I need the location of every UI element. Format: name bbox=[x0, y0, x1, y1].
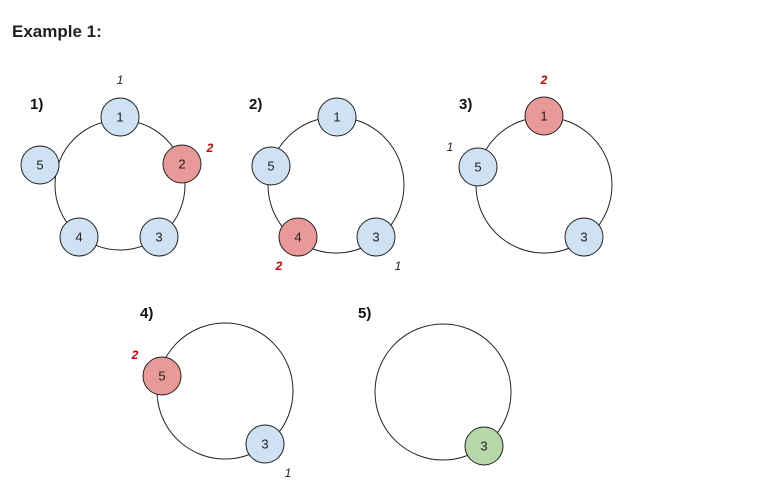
step-2: 2) 1 3 4 5 1 2 bbox=[249, 96, 405, 273]
elimination-count-annotation: 2 bbox=[131, 348, 139, 362]
node-circle bbox=[59, 217, 99, 257]
node-label: 5 bbox=[267, 159, 274, 174]
node-circle bbox=[142, 356, 182, 396]
node-circle bbox=[356, 217, 396, 257]
person-node-5: 5 bbox=[142, 356, 182, 396]
step-label: 3) bbox=[459, 96, 472, 113]
step-label: 1) bbox=[30, 96, 43, 113]
start-count-annotation: 1 bbox=[117, 73, 124, 87]
node-label: 3 bbox=[580, 230, 587, 245]
elimination-count-annotation: 2 bbox=[540, 73, 548, 87]
page-title: Example 1: bbox=[12, 22, 102, 41]
person-node-3: 3 bbox=[564, 217, 604, 257]
node-circle bbox=[251, 146, 291, 186]
node-circle bbox=[278, 217, 318, 257]
person-node-1: 1 bbox=[317, 97, 357, 137]
elimination-count-annotation: 2 bbox=[275, 259, 283, 273]
node-label: 3 bbox=[261, 437, 268, 452]
person-node-3: 3 bbox=[245, 424, 285, 464]
step-3: 3) 1 3 5 1 2 bbox=[447, 73, 613, 257]
start-count-annotation: 1 bbox=[395, 259, 402, 273]
step-label: 2) bbox=[249, 96, 262, 113]
person-node-5: 5 bbox=[458, 147, 498, 187]
node-circle bbox=[464, 426, 504, 466]
node-label: 1 bbox=[333, 110, 340, 125]
node-circle bbox=[20, 145, 60, 185]
node-label: 5 bbox=[36, 158, 43, 173]
node-circle bbox=[100, 97, 140, 137]
node-circle bbox=[317, 97, 357, 137]
node-label: 3 bbox=[480, 439, 487, 454]
person-node-1: 1 bbox=[524, 96, 564, 136]
person-node-3: 3 bbox=[139, 217, 179, 257]
node-label: 2 bbox=[178, 157, 185, 172]
step-4: 4) 3 5 1 2 bbox=[131, 305, 294, 480]
node-label: 5 bbox=[158, 369, 165, 384]
circle-ring bbox=[374, 323, 512, 461]
person-node-3: 3 bbox=[464, 426, 504, 466]
start-count-annotation: 1 bbox=[285, 466, 292, 480]
node-label: 1 bbox=[540, 109, 547, 124]
node-circle bbox=[162, 144, 202, 184]
step-label: 4) bbox=[140, 305, 153, 322]
start-count-annotation: 1 bbox=[447, 140, 454, 154]
person-node-3: 3 bbox=[356, 217, 396, 257]
step-1: 1) 1 2 3 4 5 1 2 bbox=[20, 73, 214, 257]
elimination-count-annotation: 2 bbox=[206, 141, 214, 155]
node-circle bbox=[245, 424, 285, 464]
node-label: 3 bbox=[155, 230, 162, 245]
node-circle bbox=[564, 217, 604, 257]
node-label: 4 bbox=[75, 230, 82, 245]
node-circle bbox=[139, 217, 179, 257]
person-node-5: 5 bbox=[20, 145, 60, 185]
person-node-4: 4 bbox=[59, 217, 99, 257]
step-label: 5) bbox=[358, 305, 371, 322]
step-5: 5) 3 bbox=[358, 305, 512, 466]
person-node-4: 4 bbox=[278, 217, 318, 257]
node-label: 5 bbox=[474, 160, 481, 175]
node-circle bbox=[458, 147, 498, 187]
node-label: 4 bbox=[294, 230, 301, 245]
person-node-5: 5 bbox=[251, 146, 291, 186]
person-node-1: 1 bbox=[100, 97, 140, 137]
node-label: 3 bbox=[372, 230, 379, 245]
node-label: 1 bbox=[116, 110, 123, 125]
node-circle bbox=[524, 96, 564, 136]
person-node-2: 2 bbox=[162, 144, 202, 184]
